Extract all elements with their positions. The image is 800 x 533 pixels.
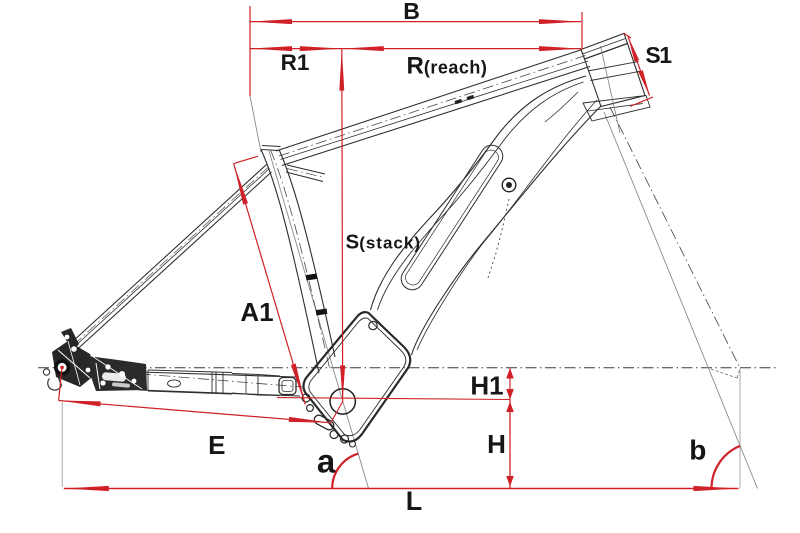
svg-text:R(reach): R(reach) <box>407 53 488 80</box>
svg-text:R1: R1 <box>281 50 310 75</box>
svg-text:S(stack): S(stack) <box>346 231 422 254</box>
svg-text:H: H <box>487 429 506 459</box>
svg-text:B: B <box>403 0 420 24</box>
svg-text:E: E <box>208 430 225 460</box>
svg-text:a: a <box>317 443 336 480</box>
svg-text:S1: S1 <box>645 42 672 68</box>
svg-text:b: b <box>689 435 706 466</box>
svg-text:L: L <box>406 486 423 516</box>
svg-text:H1: H1 <box>470 370 503 400</box>
svg-text:A1: A1 <box>240 297 273 327</box>
